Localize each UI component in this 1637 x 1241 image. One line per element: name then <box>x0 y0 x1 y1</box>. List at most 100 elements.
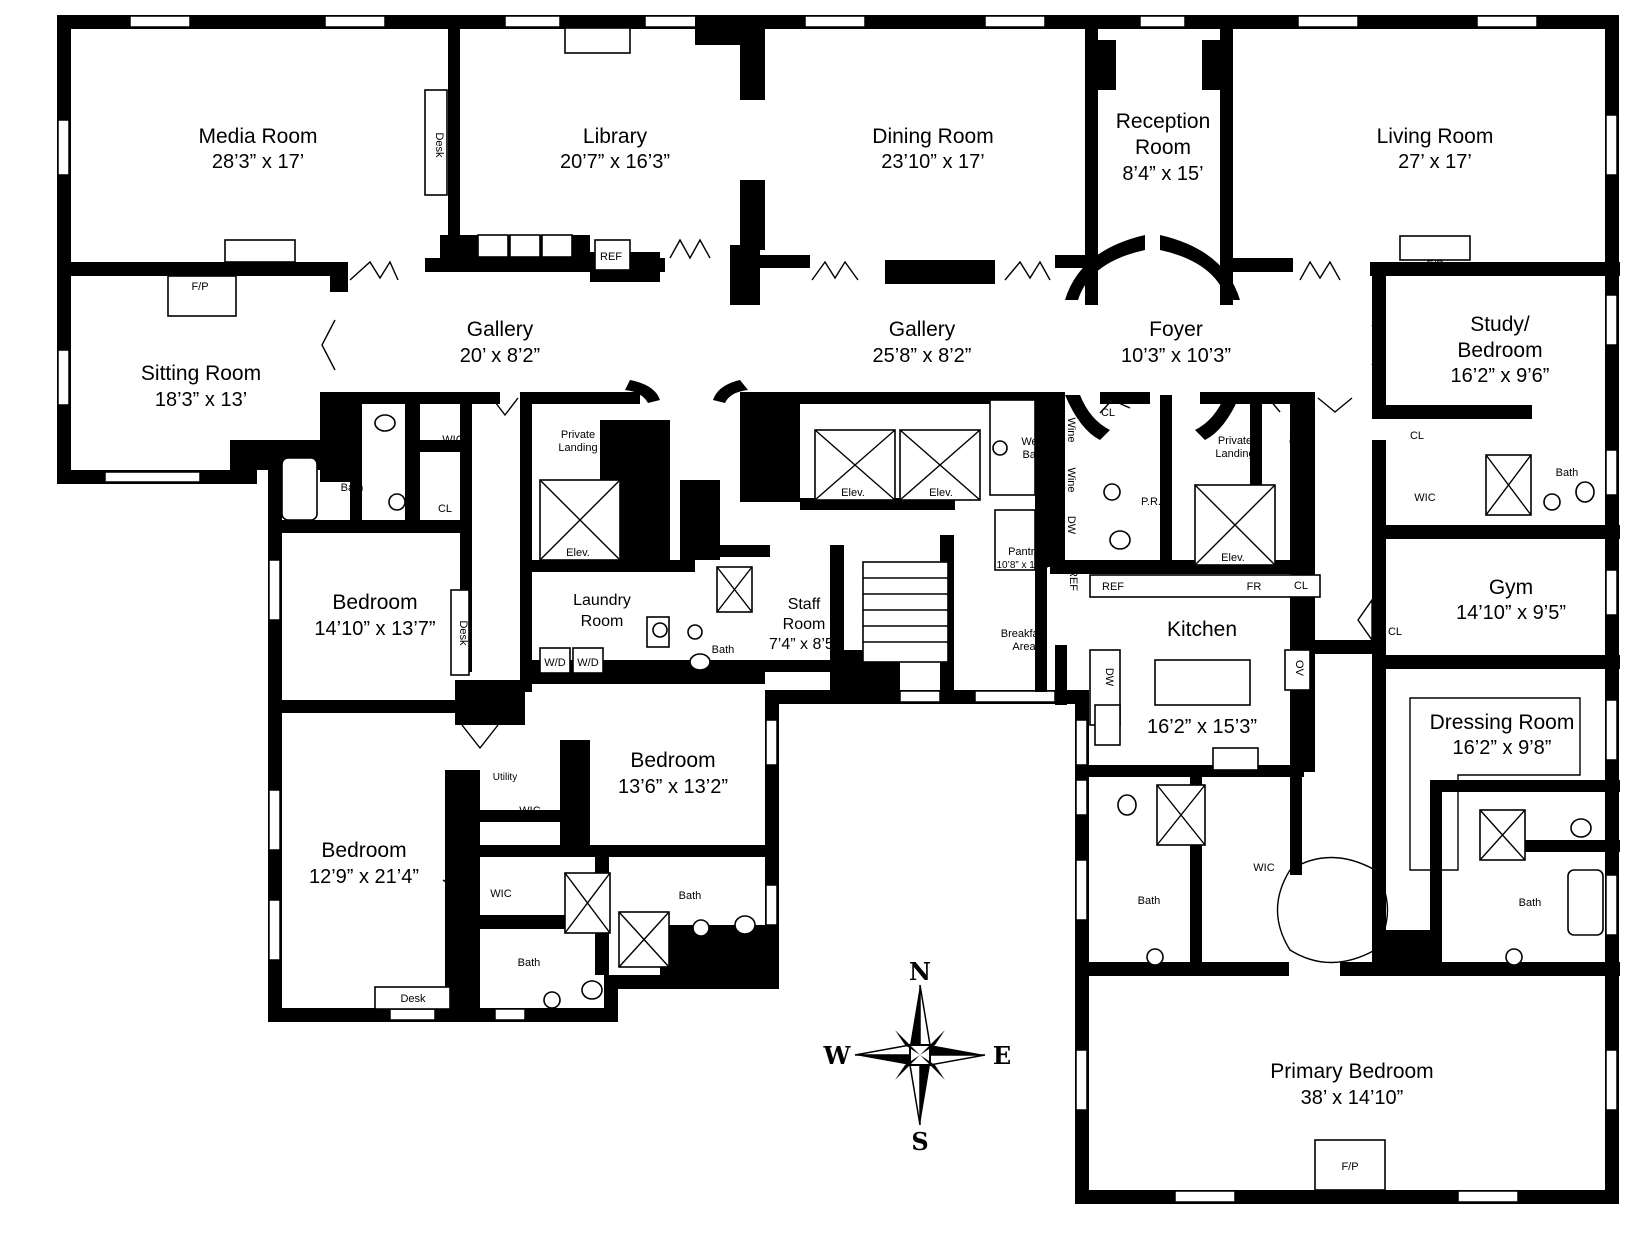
fr-label-kitchen: FR <box>1247 581 1262 593</box>
pantry-dim: 10’8” x 13’2” <box>996 560 1051 571</box>
cl-label-4: CL <box>1289 436 1303 448</box>
fp-label-sitting: F/P <box>191 281 208 293</box>
utility-label: Utility <box>493 772 517 783</box>
library-dim: 20’7” x 16’3” <box>560 151 670 173</box>
shower-4 <box>1156 784 1206 846</box>
gallery-east-name: Gallery <box>889 318 956 341</box>
room-labels: Media Room 28’3” x 17’ Library 20’7” x 1… <box>141 110 1574 1109</box>
pantry-name: Pantry <box>1008 546 1040 558</box>
primary-bedroom-name: Primary Bedroom <box>1270 1060 1433 1083</box>
stairs <box>862 561 949 663</box>
foyer-dim: 10’3” x 10’3” <box>1121 345 1231 367</box>
staff-dim: 7’4” x 8’5” <box>769 636 839 653</box>
wic-label-5: WIC <box>1414 492 1435 504</box>
wine-label-2: Wine <box>1065 467 1077 492</box>
private-landing-2a: Private <box>1218 435 1252 447</box>
dressing-room-dim: 16’2” x 9’8” <box>1453 737 1552 759</box>
desk-label-media: Desk <box>433 132 445 158</box>
shower-3 <box>618 911 670 968</box>
desk-label-bedroom3: Desk <box>400 993 426 1005</box>
study-dim: 16’2” x 9’6” <box>1451 365 1550 387</box>
kitchen-dim: 16’2” x 15’3” <box>1147 716 1257 738</box>
breakfast-name-1: Breakfast <box>1001 628 1047 640</box>
bedroom-2-name: Bedroom <box>630 749 715 772</box>
shower-5 <box>1485 454 1532 516</box>
laundry-name-2: Room <box>581 613 624 630</box>
wic-label-3: WIC <box>490 888 511 900</box>
door-swings <box>321 238 1386 897</box>
fp-label-media: F/P <box>251 264 268 276</box>
primary-bedroom-dim: 38’ x 14’10” <box>1301 1087 1404 1109</box>
bath-label-2: Bath <box>712 644 735 656</box>
wd-label-2: W/D <box>577 657 598 669</box>
sitting-room-dim: 18’3” x 13’ <box>155 389 247 411</box>
staff-name-2: Room <box>783 616 826 633</box>
bedroom-3-dim: 12’9” x 21’4” <box>309 866 419 888</box>
cl-label-1: CL <box>438 503 452 515</box>
bath-label-6: Bath <box>1519 897 1542 909</box>
staff-name-1: Staff <box>788 596 821 613</box>
compass-rose <box>854 984 986 1126</box>
cl-label-5: CL <box>1294 580 1308 592</box>
bath-label-4: Bath <box>518 957 541 969</box>
bedroom-1-name: Bedroom <box>332 591 417 614</box>
wine-label-1: Wine <box>1065 417 1077 442</box>
kitchen-name: Kitchen <box>1167 618 1237 641</box>
wet-bar-a: Wet <box>1021 436 1040 448</box>
foyer-rotunda <box>625 235 1240 440</box>
compass-e: E <box>993 1041 1011 1070</box>
pr-label: P.R. <box>1141 496 1161 508</box>
cl-label-6: CL <box>1410 430 1424 442</box>
living-room-dim: 27’ x 17’ <box>1398 151 1472 173</box>
windows <box>57 15 1618 1203</box>
compass-labels: N S W E <box>823 957 1012 1156</box>
elevator-2 <box>814 429 896 501</box>
wet-bar-b: Bar <box>1022 449 1039 461</box>
ref-label-pantry: REF <box>1067 569 1079 591</box>
compass-s: S <box>911 1127 928 1156</box>
library-name: Library <box>583 125 648 148</box>
elev-label-2: Elev. <box>841 487 865 499</box>
laundry-name-1: Laundry <box>573 592 631 609</box>
dw-label-pantry: DW <box>1065 516 1077 535</box>
compass-n: N <box>909 957 931 986</box>
elevator-1 <box>539 479 621 561</box>
gym-dim: 14’10” x 9’5” <box>1456 602 1566 624</box>
shower-6 <box>1479 809 1526 861</box>
bath-label-7: Bath <box>1556 467 1579 479</box>
elev-label-4: Elev. <box>1221 552 1245 564</box>
ref-label-library: REF <box>600 251 622 263</box>
desk-label-bedroom1: Desk <box>457 620 469 646</box>
plumbing <box>374 414 1595 1009</box>
media-room-name: Media Room <box>198 125 317 148</box>
study-name-1: Study/ <box>1470 313 1530 336</box>
cl-label-7: CL <box>1388 626 1402 638</box>
reception-name-1: Reception <box>1116 110 1211 133</box>
wd-label-1: W/D <box>544 657 565 669</box>
study-name-2: Bedroom <box>1457 339 1542 362</box>
private-landing-2b: Landing <box>1215 448 1254 460</box>
gallery-west-dim: 20’ x 8’2” <box>460 345 540 367</box>
elevator-4 <box>1194 484 1276 566</box>
cl-label-8: CL <box>1430 958 1444 970</box>
elev-label-1: Elev. <box>566 547 590 559</box>
compass-w: W <box>823 1041 852 1070</box>
bedroom-2-dim: 13’6” x 13’2” <box>618 776 728 798</box>
bath-label-5: Bath <box>1138 895 1161 907</box>
breakfast-name-2: Area <box>1012 641 1036 653</box>
private-landing-1a: Private <box>561 429 595 441</box>
gallery-east-dim: 25’8” x 8’2” <box>873 345 972 367</box>
fp-label-primary: F/P <box>1341 1161 1358 1173</box>
dining-room-dim: 23’10” x 17’ <box>881 151 984 173</box>
shower-1 <box>716 566 753 613</box>
wic-label-2: WIC <box>519 805 540 817</box>
elev-label-3: Elev. <box>929 487 953 499</box>
elevator-3 <box>899 429 981 501</box>
bath-label-1: Bath <box>341 482 364 494</box>
dw-label-kitchen: DW <box>1103 668 1115 687</box>
dining-room-name: Dining Room <box>872 125 993 148</box>
media-room-dim: 28’3” x 17’ <box>212 151 304 173</box>
bedroom-3-name: Bedroom <box>321 839 406 862</box>
gallery-west-name: Gallery <box>467 318 534 341</box>
